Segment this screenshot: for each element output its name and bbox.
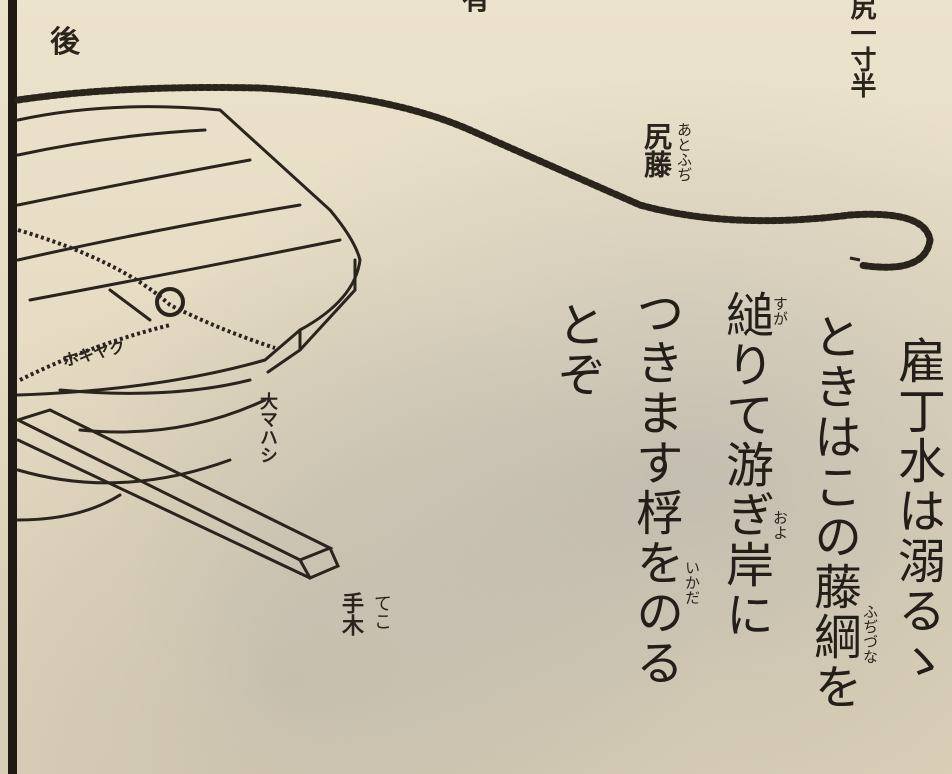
raft-deck-outline bbox=[16, 105, 362, 397]
raft-plank-line bbox=[28, 238, 342, 302]
label-rope-name: 尻藤 bbox=[640, 122, 673, 178]
tail-rope bbox=[14, 84, 934, 271]
text-column-2: ときはこの藤綱を bbox=[804, 312, 861, 712]
label-rope-name-reading: あとふぢ bbox=[675, 122, 693, 182]
label-top-partial: 有 bbox=[462, 0, 490, 14]
ruby-oyo: およ bbox=[771, 510, 789, 540]
raft-plank-line bbox=[16, 128, 207, 157]
ruby-sugari: すが bbox=[771, 296, 789, 326]
raft-deck-edge bbox=[266, 328, 302, 374]
deck-rope-lower bbox=[19, 323, 171, 382]
page-border-line bbox=[8, 0, 17, 774]
label-rear: 後 bbox=[50, 25, 80, 60]
lever-beam bbox=[13, 408, 334, 562]
tail-rope-end bbox=[849, 256, 861, 262]
ruby-fujizuna: ふぢづな bbox=[861, 604, 879, 664]
label-teko: 手木 bbox=[338, 592, 364, 636]
raft-plank-line bbox=[108, 288, 152, 322]
raft-hull-line bbox=[16, 493, 122, 522]
raft-plank-line bbox=[58, 378, 252, 395]
ruby-ikada: いかだ bbox=[683, 560, 701, 605]
text-column-5: とぞ bbox=[548, 300, 605, 400]
label-teko-reading: てこ bbox=[371, 594, 392, 630]
raft-plank-line bbox=[78, 398, 267, 434]
label-measure: 尻一寸半 bbox=[846, 0, 876, 98]
raft-hull-line bbox=[16, 458, 232, 485]
text-column-1: 雇丁水は溺るゝ bbox=[888, 336, 945, 686]
rope-knot bbox=[155, 287, 185, 317]
deck-rope bbox=[17, 228, 276, 350]
text-column-4: つきます桴をのる bbox=[626, 288, 683, 688]
label-oomahashi: 大マハシ bbox=[257, 392, 278, 464]
text-column-3: 縋りて游ぎ岸に bbox=[716, 290, 773, 640]
raft-plank-line bbox=[16, 203, 302, 262]
raft-plank-line bbox=[16, 158, 252, 207]
